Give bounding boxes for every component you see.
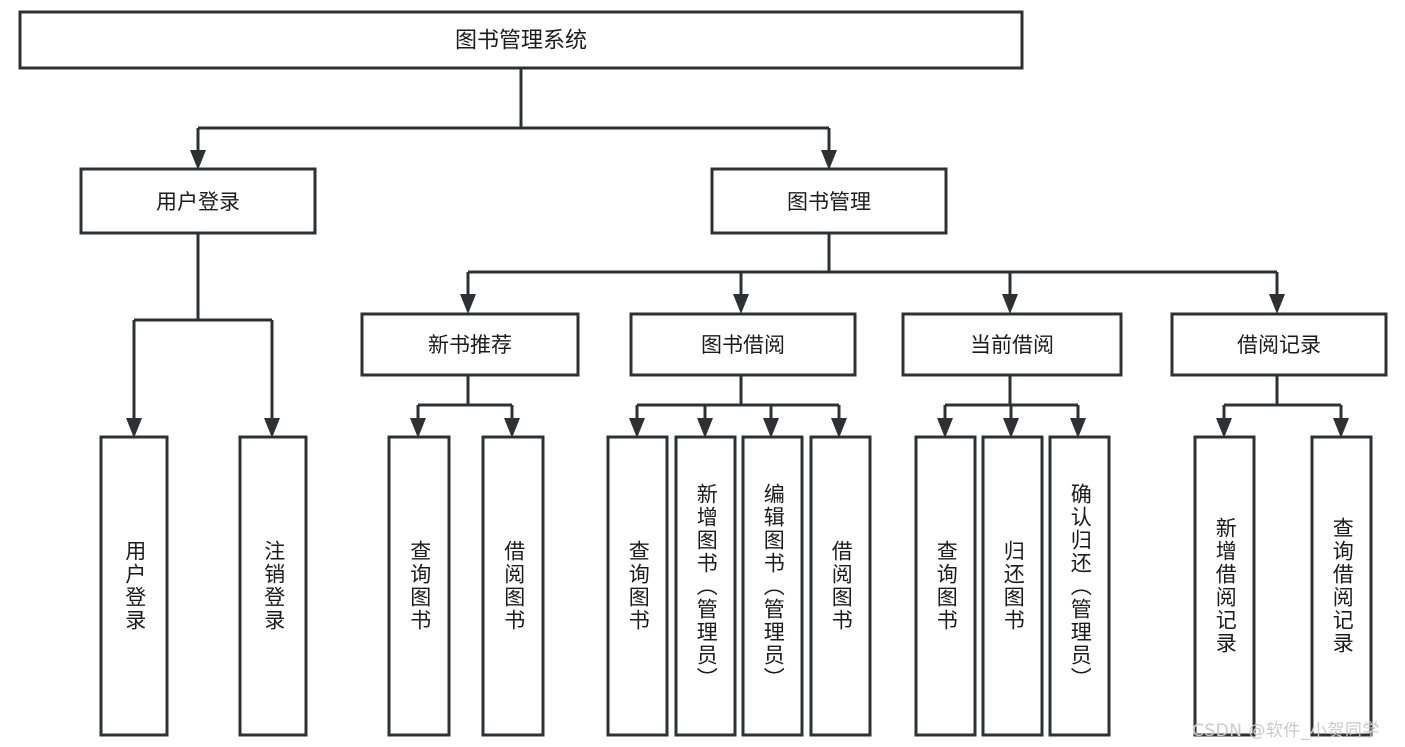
arrowhead-leaf-return-book: [1003, 418, 1019, 438]
node-leaf-user-logout[interactable]: [238, 435, 308, 737]
node-bookmgmt[interactable]: [710, 167, 948, 235]
arrowhead-leaf-confirm-return: [1070, 418, 1086, 438]
node-borrow[interactable]: [629, 312, 857, 377]
node-record-label: 借阅记录: [1237, 333, 1321, 357]
node-login-label: 用户登录: [156, 190, 240, 214]
node-root-label: 图书管理系统: [455, 29, 587, 54]
arrowhead-leaf-edit-book: [763, 418, 779, 438]
node-record[interactable]: [1170, 312, 1388, 377]
node-leaf-user-login[interactable]: [99, 435, 169, 737]
node-leaf-query-book-2[interactable]: [606, 435, 669, 737]
node-leaf-edit-book[interactable]: [741, 435, 804, 737]
arrowhead-borrow: [733, 294, 749, 314]
node-borrow-label: 图书借阅: [701, 333, 785, 357]
node-leaf-query-book-3[interactable]: [914, 435, 977, 737]
arrowhead-leaf-borrow-book-1: [504, 418, 520, 438]
node-current-label: 当前借阅: [970, 333, 1054, 357]
node-newbook-label: 新书推荐: [428, 333, 512, 357]
arrowhead-record: [1269, 294, 1285, 314]
arrowhead-current: [1002, 294, 1018, 314]
arrowhead-leaf-add-record: [1216, 418, 1232, 438]
node-leaf-query-book-1[interactable]: [387, 435, 451, 737]
node-root[interactable]: [18, 10, 1024, 70]
node-leaf-add-record[interactable]: [1193, 435, 1256, 737]
arrowhead-leaf-query-book-1: [410, 418, 426, 438]
node-newbook[interactable]: [360, 312, 580, 377]
node-leaf-query-record[interactable]: [1310, 435, 1373, 737]
arrowhead-login: [190, 150, 206, 170]
watermark-text: CSDN @软件_小贺同学: [1192, 721, 1380, 741]
node-leaf-borrow-book-2[interactable]: [809, 435, 872, 737]
node-leaf-return-book[interactable]: [981, 435, 1044, 737]
arrowhead-leaf-user-login: [126, 418, 142, 438]
arrowhead-leaf-user-logout: [264, 418, 280, 438]
arrowhead-leaf-query-book-3: [937, 418, 953, 438]
node-leaf-add-book[interactable]: [674, 435, 737, 737]
arrowhead-newbook: [460, 294, 476, 314]
arrowhead-leaf-borrow-book-2: [831, 418, 847, 438]
arrowhead-bookmgmt: [821, 150, 837, 170]
node-leaf-confirm-return[interactable]: [1048, 435, 1111, 737]
node-bookmgmt-label: 图书管理: [787, 190, 871, 214]
arrowhead-leaf-add-book: [697, 418, 713, 438]
node-current[interactable]: [901, 312, 1123, 377]
node-login[interactable]: [79, 167, 317, 235]
arrowhead-leaf-query-record: [1333, 418, 1349, 438]
node-leaf-borrow-book-1[interactable]: [481, 435, 545, 737]
arrowhead-leaf-query-book-2: [629, 418, 645, 438]
